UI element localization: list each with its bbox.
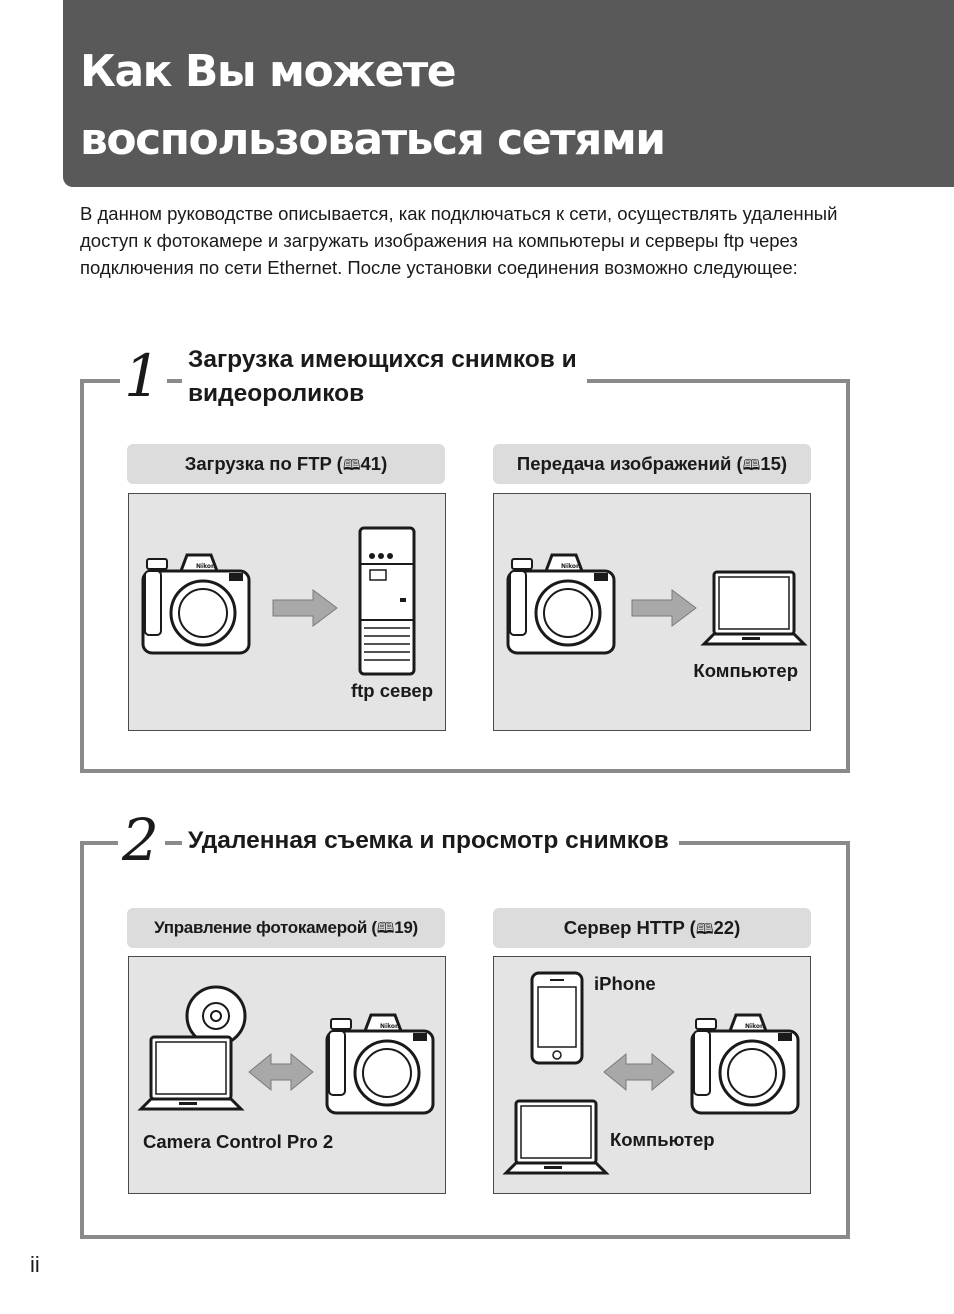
camera-icon: Nikon bbox=[690, 1013, 800, 1115]
page-title: Как Вы можете воспользоваться сетями bbox=[80, 38, 940, 174]
image-transfer-label: Передача изображений ( bbox=[516, 453, 743, 474]
image-transfer-page: 15 bbox=[760, 453, 781, 474]
ftp-upload-label: Загрузка по FTP ( bbox=[184, 453, 343, 474]
camera-icon: Nikon bbox=[325, 1013, 435, 1115]
intro-paragraph: В данном руководстве описывается, как по… bbox=[80, 203, 838, 278]
phone-icon bbox=[530, 971, 584, 1065]
ftp-upload-panel: Nikon ftp север bbox=[128, 493, 446, 731]
camera-control-close: ) bbox=[412, 918, 419, 937]
section-2-heading: Удаленная съемка и просмотр снимков bbox=[182, 824, 679, 858]
section-2-number: 2 bbox=[118, 809, 165, 871]
iphone-label: iPhone bbox=[594, 973, 656, 994]
page-title-line-1: Как Вы можете bbox=[80, 46, 457, 97]
book-icon: 🕮 bbox=[376, 920, 395, 937]
camera-control-label: Управление фотокамерой ( bbox=[154, 918, 377, 937]
laptop-icon bbox=[700, 570, 808, 646]
section-1-heading-line-1: Загрузка имеющихся снимков и bbox=[188, 346, 577, 373]
laptop-icon bbox=[137, 1035, 245, 1111]
arrow-right-icon bbox=[272, 589, 338, 627]
page-number: ii bbox=[30, 1252, 40, 1277]
book-icon: 🕮 bbox=[742, 457, 761, 474]
camera-control-panel: Nikon Camera Control Pro 2 bbox=[128, 956, 446, 1194]
camera-icon: Nikon bbox=[141, 553, 251, 655]
http-server-label: Сервер HTTP ( bbox=[563, 917, 696, 938]
arrow-both-icon bbox=[603, 1052, 675, 1092]
title-banner bbox=[63, 0, 954, 187]
camera-control-page: 19 bbox=[394, 918, 413, 937]
svg-text:Nikon: Nikon bbox=[745, 1023, 764, 1030]
server-icon bbox=[358, 526, 416, 676]
camera-icon: Nikon bbox=[506, 553, 616, 655]
http-server-close: ) bbox=[734, 917, 741, 938]
book-icon: 🕮 bbox=[342, 457, 361, 474]
ftp-server-label: ftp север bbox=[350, 680, 433, 701]
section-1-heading-line-2: видеороликов bbox=[188, 380, 365, 407]
book-icon: 🕮 bbox=[695, 921, 714, 938]
page-title-line-2: воспользоваться сетями bbox=[80, 114, 666, 165]
svg-text:Nikon: Nikon bbox=[561, 563, 580, 570]
http-server-pill: Сервер HTTP (🕮22) bbox=[493, 908, 811, 948]
ftp-upload-close: ) bbox=[381, 453, 388, 474]
disc-icon bbox=[185, 985, 247, 1047]
arrow-right-icon bbox=[631, 589, 697, 627]
section-1-heading: Загрузка имеющихся снимков и видеоролико… bbox=[182, 343, 587, 411]
arrow-both-icon bbox=[248, 1052, 314, 1092]
image-transfer-panel: Nikon Компьютер bbox=[493, 493, 811, 731]
ftp-upload-page: 41 bbox=[360, 453, 382, 474]
svg-text:Nikon: Nikon bbox=[380, 1023, 399, 1030]
camera-control-pro-label: Camera Control Pro 2 bbox=[143, 1131, 334, 1152]
image-transfer-pill: Передача изображений (🕮15) bbox=[493, 444, 811, 484]
http-server-panel: Nikon iPhone Компьютер bbox=[493, 956, 811, 1194]
camera-control-pill: Управление фотокамерой (🕮19) bbox=[127, 908, 445, 948]
section-1-number: 1 bbox=[120, 345, 167, 407]
svg-text:Nikon: Nikon bbox=[196, 563, 215, 570]
computer-label: Компьютер bbox=[693, 660, 798, 681]
computer-label: Компьютер bbox=[610, 1129, 715, 1150]
laptop-icon bbox=[502, 1099, 610, 1175]
ftp-upload-pill: Загрузка по FTP (🕮41) bbox=[127, 444, 445, 484]
http-server-page: 22 bbox=[713, 917, 735, 938]
image-transfer-close: ) bbox=[780, 453, 788, 474]
